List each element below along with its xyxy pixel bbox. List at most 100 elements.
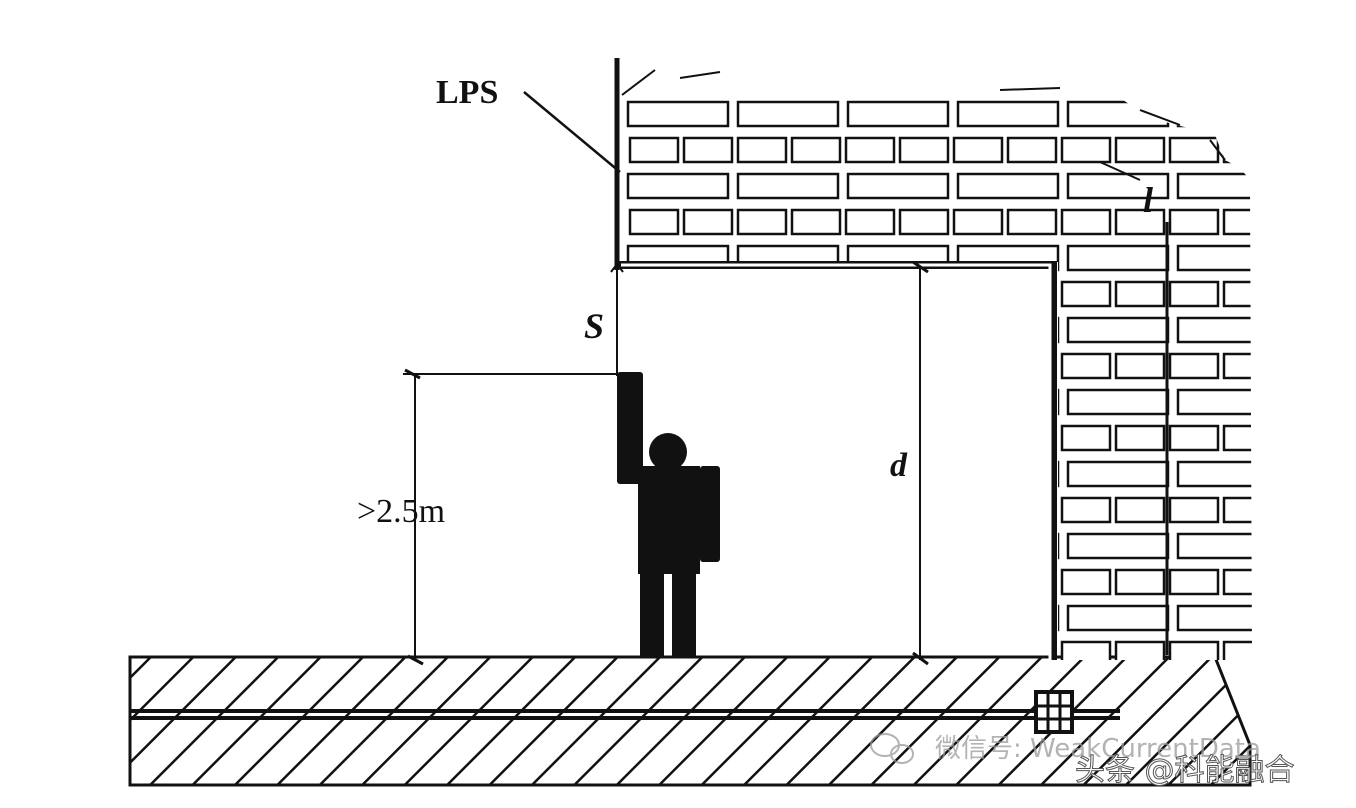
brick	[1222, 352, 1252, 380]
brick	[956, 172, 1060, 200]
brick	[844, 280, 896, 308]
brick	[736, 532, 840, 560]
brick	[790, 496, 842, 524]
brick	[1060, 640, 1112, 660]
wechat-watermark: 微信号: WeakCurrentData	[935, 734, 1261, 764]
brick	[1114, 424, 1166, 452]
brick	[956, 100, 1060, 128]
brick	[736, 496, 788, 524]
brick	[1066, 604, 1170, 632]
brick	[1176, 532, 1252, 560]
brick	[898, 352, 950, 380]
brick	[898, 424, 950, 452]
brick	[1168, 640, 1220, 660]
brick	[736, 424, 788, 452]
brick	[1176, 316, 1252, 344]
watermark: 微信号: WeakCurrentData	[870, 733, 1261, 764]
brick	[898, 136, 950, 164]
wall-broken-edge	[621, 69, 1226, 161]
brick	[846, 172, 950, 200]
brick	[846, 532, 950, 560]
brick	[1060, 208, 1112, 236]
brick	[628, 208, 680, 236]
brick	[1066, 532, 1170, 560]
brick	[956, 604, 1060, 632]
brick	[952, 136, 1004, 164]
brick	[682, 352, 734, 380]
brick	[844, 352, 896, 380]
brick	[952, 496, 1004, 524]
brick	[1222, 424, 1252, 452]
lps-leader-line	[523, 91, 621, 173]
brick	[790, 352, 842, 380]
brick	[956, 532, 1060, 560]
earth-terminal-box	[1034, 690, 1074, 734]
brick	[1060, 424, 1112, 452]
brick	[682, 280, 734, 308]
brick	[628, 280, 680, 308]
brick	[1222, 280, 1252, 308]
brick	[846, 388, 950, 416]
brick	[956, 316, 1060, 344]
brick	[626, 316, 730, 344]
brick	[682, 208, 734, 236]
brick-wall	[626, 100, 1252, 660]
brick	[1176, 172, 1252, 200]
brick	[898, 568, 950, 596]
brick	[952, 208, 1004, 236]
brick	[1066, 460, 1170, 488]
brick	[1114, 352, 1166, 380]
brick	[1066, 388, 1170, 416]
brick	[736, 604, 840, 632]
brick	[1006, 136, 1058, 164]
brick	[790, 136, 842, 164]
brick	[1060, 496, 1112, 524]
brick	[1176, 388, 1252, 416]
brick	[736, 460, 840, 488]
brick	[1114, 496, 1166, 524]
brick	[736, 172, 840, 200]
brick	[952, 424, 1004, 452]
brick	[844, 424, 896, 452]
brick	[1176, 100, 1252, 128]
brick	[898, 496, 950, 524]
brick	[1006, 208, 1058, 236]
brick	[898, 280, 950, 308]
brick	[952, 568, 1004, 596]
brick	[790, 280, 842, 308]
brick	[736, 352, 788, 380]
brick	[1168, 568, 1220, 596]
brick	[1168, 208, 1220, 236]
brick	[736, 136, 788, 164]
brick	[1222, 496, 1252, 524]
brick	[1114, 568, 1166, 596]
brick	[952, 280, 1004, 308]
s-label: S	[584, 306, 604, 346]
brick	[952, 352, 1004, 380]
brick	[1114, 640, 1166, 660]
brick	[1066, 244, 1170, 272]
brick	[1060, 280, 1112, 308]
brick	[956, 388, 1060, 416]
brick	[1222, 136, 1252, 164]
brick	[956, 460, 1060, 488]
brick	[736, 568, 788, 596]
brick	[1066, 316, 1170, 344]
height-label: >2.5m	[357, 493, 445, 530]
brick	[844, 568, 896, 596]
brick	[736, 280, 788, 308]
brick	[790, 568, 842, 596]
brick	[1222, 568, 1252, 596]
brick	[844, 136, 896, 164]
brick	[1168, 496, 1220, 524]
brick	[626, 100, 730, 128]
brick	[1222, 640, 1252, 660]
l-label: l	[1143, 180, 1153, 220]
brick	[1060, 352, 1112, 380]
brick	[628, 136, 680, 164]
brick	[1222, 208, 1252, 236]
brick	[682, 424, 734, 452]
lps-label: LPS	[436, 74, 498, 111]
brick	[790, 424, 842, 452]
brick	[1168, 424, 1220, 452]
